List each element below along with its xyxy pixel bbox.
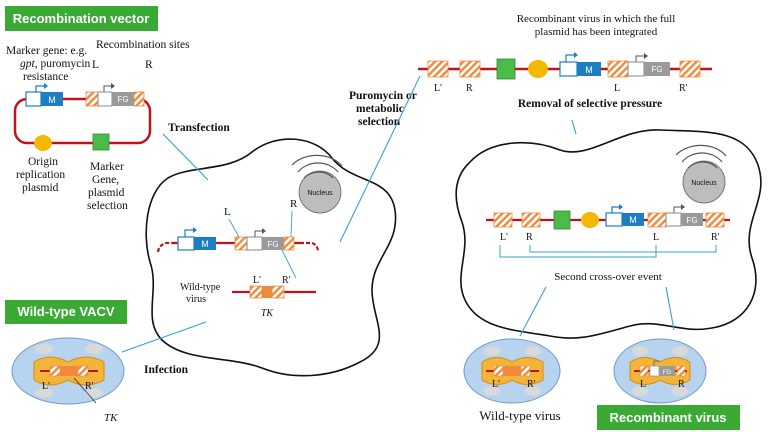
outcome-recombinant-virus: FG [613, 338, 707, 404]
badge-recombination-vector: Recombination vector [5, 6, 158, 31]
left-cell-wt-virus-label-1: Wild-type [180, 282, 221, 293]
second-crossover-label: Second cross-over event [554, 271, 662, 283]
wild-type-vacv-particle [11, 337, 125, 405]
marker-gene-box [41, 92, 63, 106]
vacv-tk-label: TK [104, 412, 118, 424]
left-cell-wt-virus-label-2: virus [186, 294, 206, 305]
left-cell-L-label: L [224, 206, 231, 218]
svg-text:FG: FG [686, 216, 697, 225]
vector-L-label: L [92, 59, 99, 71]
badge-recombination-vector-label: Recombination vector [13, 11, 150, 26]
outcome-wt-R-prime-label: R' [527, 379, 536, 390]
recombination-sites-label: Recombination sites [96, 39, 190, 51]
removal-label: Removal of selective pressure [518, 98, 662, 110]
outcome-recombinant-L-label: L [640, 379, 646, 390]
svg-text:FG: FG [267, 240, 278, 249]
nucleus-left: Nucleus [291, 154, 343, 214]
left-cell-R-prime-label: R' [282, 275, 291, 286]
badge-wild-type-vacv-label: Wild-type VACV [17, 304, 114, 319]
integrated-R-prime-label: R' [679, 83, 688, 94]
crossover-bracket-right [529, 245, 717, 253]
marker-gene-label-2: gpt, puromycin [20, 58, 91, 70]
integrated-label-1: Recombinant virus in which the full [517, 13, 676, 25]
origin-label-2: replication [16, 169, 65, 181]
marker-gene-label-1: Marker gene: e.g. [6, 45, 87, 57]
infection-label: Infection [144, 364, 189, 376]
infection-pointer [121, 321, 207, 353]
transfection-pointer [162, 133, 209, 181]
left-cell-L-prime-label: L' [253, 275, 261, 286]
integrated-construct: M FG [418, 52, 712, 80]
marker-selection-label-2: Gene, [92, 174, 119, 186]
left-cell-tk-label: TK [261, 308, 275, 319]
integrated-label-2: plasmid has been integrated [535, 26, 658, 38]
vacv-R-prime-label: R' [85, 381, 94, 392]
marker-selection-label-1: Marker [90, 161, 124, 173]
nucleus-left-label: Nucleus [307, 190, 333, 197]
left-recombination-site [85, 91, 99, 107]
crossover-bracket-left [499, 245, 657, 258]
origin-label-1: Origin [28, 156, 58, 168]
recombination-plasmid: M FG [13, 83, 152, 151]
svg-text:FG: FG [651, 65, 662, 74]
vacv-L-prime-label: L' [42, 381, 50, 392]
svg-text:FG: FG [663, 370, 672, 376]
marker-gene-label-3: resistance [23, 71, 68, 83]
outcome-recombinant-R-label: R [678, 379, 685, 390]
vector-R-label: R [145, 59, 153, 71]
nucleus-right: Nucleus [675, 144, 727, 204]
promoter-arrow-icon [35, 85, 44, 92]
right-recombination-site [133, 91, 145, 107]
svg-text:M: M [585, 65, 593, 75]
right-cell-L-prime-label: L' [500, 232, 508, 243]
recombinant-outcome-pointer [665, 286, 675, 331]
integrated-L-prime-label: L' [434, 83, 442, 94]
nucleus-right-label: Nucleus [691, 180, 717, 187]
badge-recombinant-virus: Recombinant virus [597, 405, 740, 430]
outcome-wild-type-label: Wild-type virus [479, 408, 560, 423]
transfection-label: Transfection [168, 122, 230, 134]
integrated-L-label: L [614, 83, 620, 94]
svg-text:FG: FG [117, 95, 128, 104]
left-cell-R-label: R [290, 198, 298, 210]
left-cell-vector-construct: M FG [156, 227, 320, 253]
right-cell-L-label: L [653, 232, 659, 243]
plasmid-selection-marker [92, 133, 110, 151]
wild-type-outcome-pointer [519, 286, 547, 337]
origin-of-replication [34, 135, 52, 151]
origin-label-3: plasmid [22, 182, 59, 194]
left-cell-membrane [145, 138, 397, 377]
svg-text:M: M [48, 95, 56, 105]
foreign-gene-box [112, 92, 134, 106]
puromycin-label-3: selection [358, 116, 401, 128]
outcome-wild-type-virus [463, 338, 561, 404]
puromycin-label-2: metabolic [356, 103, 404, 115]
selection-pointer [339, 75, 421, 243]
marker-selection-label-3: plasmid [88, 187, 125, 199]
svg-text:M: M [201, 239, 209, 249]
outcome-wt-L-prime-label: L' [492, 379, 500, 390]
marker-selection-label-4: selection [87, 200, 128, 212]
badge-wild-type-vacv: Wild-type VACV [5, 300, 127, 324]
right-cell-R-label: R [526, 232, 533, 243]
right-cell-R-prime-label: R' [711, 232, 720, 243]
integrated-R-label: R [466, 83, 473, 94]
badge-recombinant-virus-label: Recombinant virus [609, 410, 726, 425]
left-cell-tk-segment [232, 285, 316, 299]
right-cell-construct: M FG [486, 204, 730, 230]
removal-pointer [571, 119, 577, 135]
svg-text:M: M [629, 215, 637, 225]
puromycin-label-1: Puromycin or [349, 90, 417, 102]
